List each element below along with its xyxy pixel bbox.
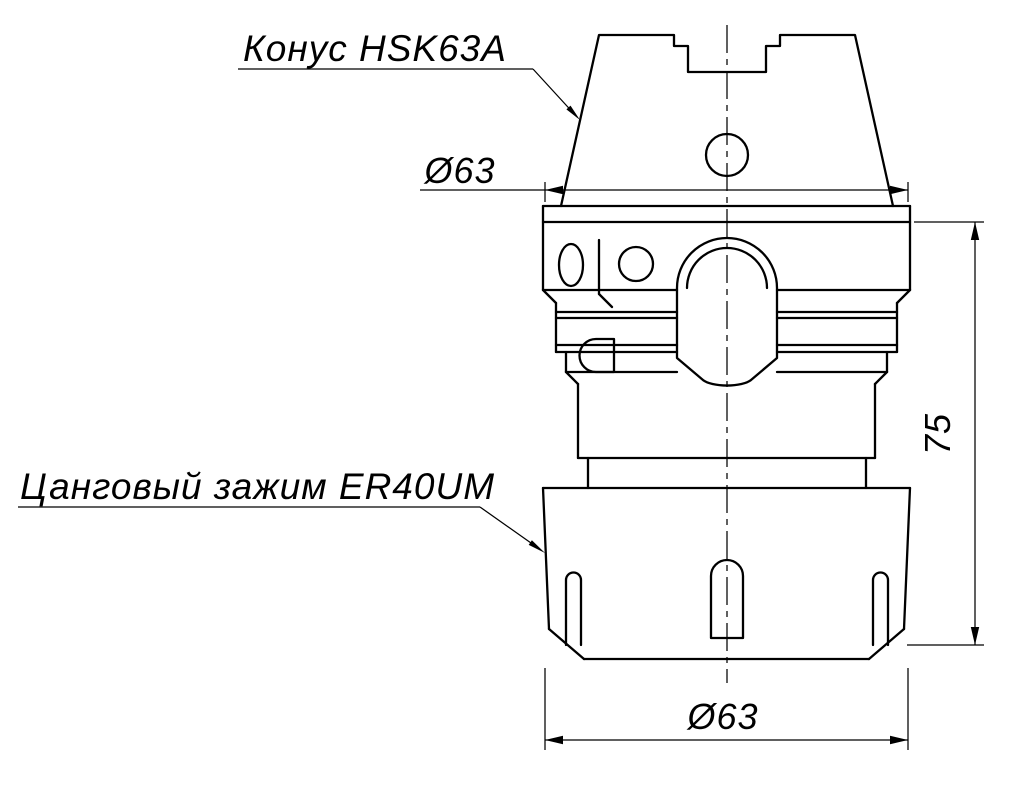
gripper-arch-outline bbox=[675, 236, 779, 387]
flange-bore bbox=[617, 245, 655, 283]
dimension-height: 75 bbox=[907, 221, 984, 646]
dimension-top-diameter: Ø63 bbox=[420, 150, 909, 202]
dimension-height-text: 75 bbox=[917, 413, 958, 455]
nut-slot-left bbox=[564, 571, 583, 647]
leader-arrowhead bbox=[528, 540, 545, 553]
flange-features bbox=[557, 238, 655, 374]
arrowhead bbox=[970, 627, 980, 645]
arrowhead bbox=[545, 735, 563, 745]
tool-holder-outline bbox=[541, 33, 912, 661]
flange-keyway bbox=[578, 337, 616, 374]
leader-arrowhead bbox=[566, 105, 580, 120]
arrowhead bbox=[545, 185, 563, 195]
groove-section bbox=[554, 301, 899, 386]
collet-callout-text: Цанговый зажим ER40UM bbox=[20, 466, 495, 507]
dimension-top-diameter-text: Ø63 bbox=[423, 150, 495, 191]
nut-slot-right bbox=[871, 571, 890, 647]
arrowhead bbox=[890, 185, 908, 195]
taper-callout: Конус HSK63A bbox=[238, 28, 580, 120]
flange-oval-slot bbox=[557, 242, 585, 288]
arrowhead bbox=[890, 735, 908, 745]
nut-slot-center bbox=[709, 558, 745, 640]
taper-callout-text: Конус HSK63A bbox=[243, 28, 507, 69]
dimension-bottom-diameter: Ø63 bbox=[544, 668, 909, 750]
collet-callout: Цанговый зажим ER40UM bbox=[18, 466, 545, 553]
dimension-bottom-diameter-text: Ø63 bbox=[686, 696, 758, 737]
arrowhead bbox=[970, 222, 980, 240]
